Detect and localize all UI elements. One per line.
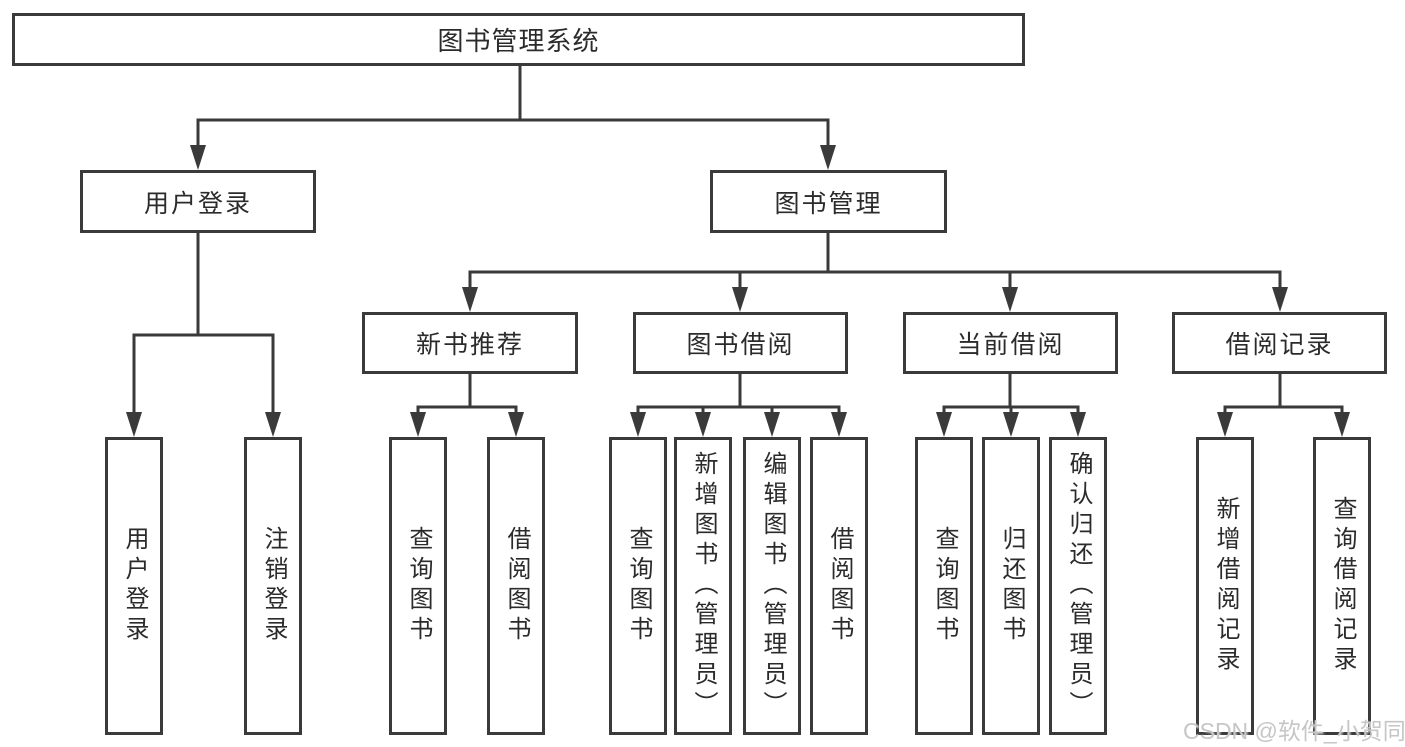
node-root-system: 图书管理系统 xyxy=(12,13,1025,66)
arrowhead-down-icon xyxy=(820,145,836,170)
leaf-confirm-return-admin: 确认归还（管理员） xyxy=(1049,437,1107,735)
node-user-login-label: 用户登录 xyxy=(143,189,252,218)
arrowhead-down-icon xyxy=(831,412,847,437)
leaf-add-borrow-record-label: 新增借阅记录 xyxy=(1212,496,1239,676)
arrowhead-down-icon xyxy=(1002,287,1018,312)
leaf-return-books-label: 归还图书 xyxy=(998,526,1025,646)
node-new-book-recommend-label: 新书推荐 xyxy=(415,331,524,359)
arrowhead-down-icon xyxy=(265,412,281,437)
arrowhead-down-icon xyxy=(1334,412,1350,437)
node-book-borrow-label: 图书借阅 xyxy=(686,331,795,359)
leaf-query-borrow-record: 查询借阅记录 xyxy=(1313,437,1371,735)
leaf-borrow-books-label: 借阅图书 xyxy=(826,526,853,646)
node-user-login: 用户登录 xyxy=(80,170,316,233)
leaf-confirm-return-admin-label: 确认归还（管理员） xyxy=(1065,451,1092,721)
leaf-query-books-recommend: 查询图书 xyxy=(389,437,447,735)
arrowhead-down-icon xyxy=(1003,412,1019,437)
arrowhead-down-icon xyxy=(1272,287,1288,312)
arrowhead-down-icon xyxy=(508,412,524,437)
connector-borrow-record-to-leaves xyxy=(1217,374,1350,437)
arrowhead-down-icon xyxy=(1070,412,1086,437)
csdn-watermark: CSDN @软件_小贺同学 xyxy=(1183,718,1405,744)
node-current-borrow: 当前借阅 xyxy=(903,312,1118,374)
leaf-logout-label: 注销登录 xyxy=(260,526,287,646)
arrowhead-down-icon xyxy=(462,287,478,312)
leaf-add-books-admin: 新增图书（管理员） xyxy=(674,437,732,735)
node-borrow-record-label: 借阅记录 xyxy=(1225,331,1334,359)
leaf-query-books-current: 查询图书 xyxy=(915,437,973,735)
leaf-add-borrow-record: 新增借阅记录 xyxy=(1196,437,1254,735)
connector-new-book-recommend-to-leaves xyxy=(410,374,524,437)
leaf-query-books-current-label: 查询图书 xyxy=(931,526,958,646)
connector-book-borrow-to-leaves xyxy=(630,374,847,437)
connector-current-borrow-to-leaves xyxy=(936,374,1086,437)
leaf-edit-books-admin: 编辑图书（管理员） xyxy=(743,437,801,735)
leaf-add-books-admin-label: 新增图书（管理员） xyxy=(690,451,717,721)
arrowhead-down-icon xyxy=(936,412,952,437)
arrowhead-down-icon xyxy=(1217,412,1233,437)
leaf-borrow-books: 借阅图书 xyxy=(810,437,868,735)
arrowhead-down-icon xyxy=(630,412,646,437)
arrowhead-down-icon xyxy=(764,412,780,437)
leaf-query-books-borrow: 查询图书 xyxy=(609,437,667,735)
leaf-query-books-borrow-label: 查询图书 xyxy=(625,526,652,646)
node-borrow-record: 借阅记录 xyxy=(1172,312,1387,374)
leaf-query-borrow-record-label: 查询借阅记录 xyxy=(1329,496,1356,676)
leaf-query-books-recommend-label: 查询图书 xyxy=(405,526,432,646)
leaf-edit-books-admin-label: 编辑图书（管理员） xyxy=(759,451,786,721)
node-book-management-label: 图书管理 xyxy=(774,189,883,218)
connector-book-management-to-level3 xyxy=(462,233,1288,312)
arrowhead-down-icon xyxy=(410,412,426,437)
node-root-system-label: 图书管理系统 xyxy=(437,26,600,56)
leaf-return-books: 归还图书 xyxy=(982,437,1040,735)
leaf-borrow-books-recommend: 借阅图书 xyxy=(487,437,545,735)
node-book-management: 图书管理 xyxy=(710,170,947,233)
node-current-borrow-label: 当前借阅 xyxy=(956,331,1065,359)
connector-root-to-level2 xyxy=(190,66,836,170)
node-book-borrow: 图书借阅 xyxy=(633,312,848,374)
leaf-user-login-label: 用户登录 xyxy=(121,526,148,646)
arrowhead-down-icon xyxy=(732,287,748,312)
arrowhead-down-icon xyxy=(190,145,206,170)
node-new-book-recommend: 新书推荐 xyxy=(362,312,578,374)
leaf-user-login: 用户登录 xyxy=(105,437,163,735)
connector-user-login-to-leaves xyxy=(126,233,281,437)
arrowhead-down-icon xyxy=(695,412,711,437)
leaf-logout: 注销登录 xyxy=(244,437,302,735)
arrowhead-down-icon xyxy=(126,412,142,437)
leaf-borrow-books-recommend-label: 借阅图书 xyxy=(503,526,530,646)
